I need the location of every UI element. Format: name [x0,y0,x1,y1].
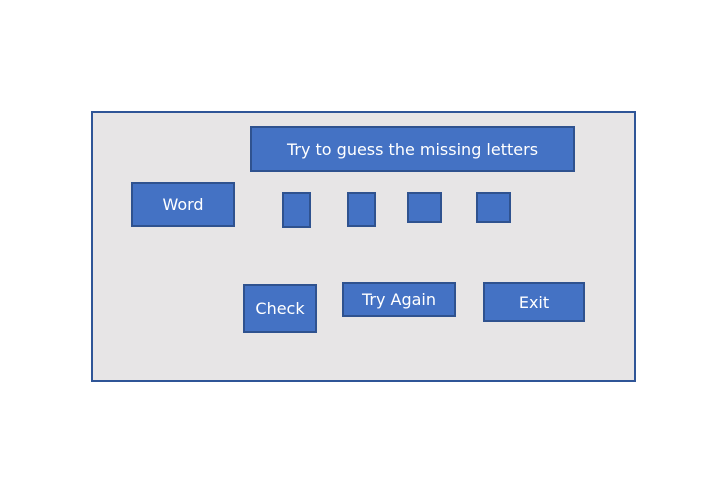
letter-slot-1[interactable] [282,192,311,228]
letter-slot-3[interactable] [407,192,442,223]
try-again-button[interactable]: Try Again [342,282,456,317]
exit-button[interactable]: Exit [483,282,585,322]
letter-slot-2[interactable] [347,192,376,227]
word-label: Word [131,182,235,227]
instruction-banner: Try to guess the missing letters [250,126,575,172]
letter-slot-4[interactable] [476,192,511,223]
check-button[interactable]: Check [243,284,317,333]
